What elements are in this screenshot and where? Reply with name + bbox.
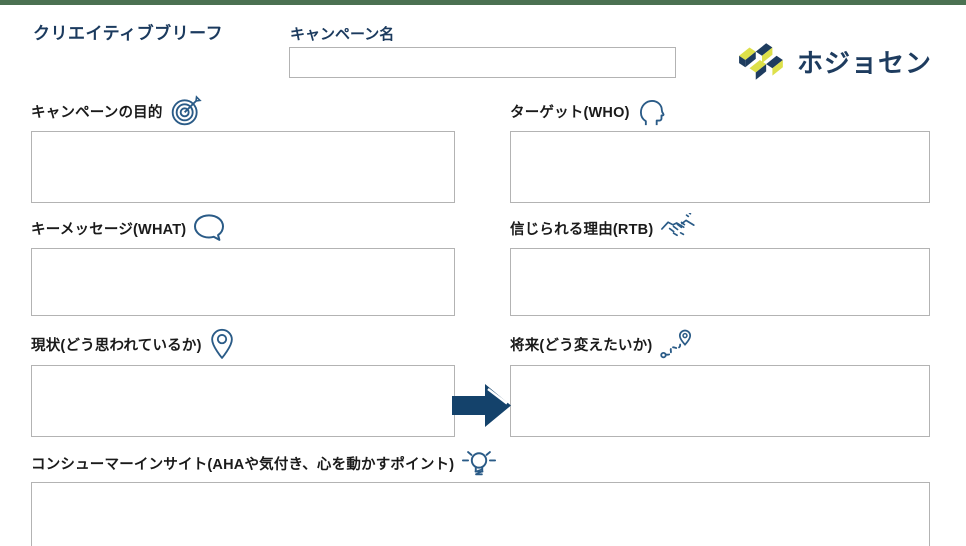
insight-field[interactable]: [31, 482, 930, 546]
route-pin-icon: [659, 328, 695, 360]
target-field[interactable]: [510, 131, 930, 203]
section-label-rtb: 信じられる理由(RTB): [510, 211, 696, 245]
page-title: クリエイティブブリーフ: [33, 24, 224, 43]
campaign-name-label: キャンペーン名: [290, 26, 395, 43]
target-icon: [170, 95, 202, 127]
right-block-arrow-icon: [452, 383, 512, 428]
head-profile-icon: [637, 95, 667, 127]
current-field[interactable]: [31, 365, 455, 437]
purpose-label: キャンペーンの目的: [31, 104, 163, 121]
handshake-icon: [660, 213, 696, 243]
insight-label-text: コンシューマーインサイト(AHAや気付き、心を動かすポイント): [31, 456, 455, 473]
section-label-future: 将来(どう変えたいか): [510, 327, 695, 361]
future-field[interactable]: [510, 365, 930, 437]
logo: ホジョセン: [737, 40, 932, 82]
key-message-field[interactable]: [31, 248, 455, 316]
map-pin-icon: [209, 328, 235, 360]
future-label: 将来(どう変えたいか): [510, 337, 653, 354]
section-label-purpose: キャンペーンの目的: [31, 94, 202, 128]
section-label-target: ターゲット(WHO): [510, 94, 667, 128]
section-label-key-message: キーメッセージ(WHAT): [31, 211, 225, 245]
section-label-current: 現状(どう思われているか): [31, 327, 235, 361]
key-message-label: キーメッセージ(WHAT): [31, 221, 187, 238]
current-label: 現状(どう思われているか): [31, 337, 202, 354]
hojosen-logo-mark-icon: [737, 40, 787, 82]
speech-bubble-icon: [193, 213, 225, 243]
logo-text: ホジョセン: [797, 47, 933, 78]
top-accent-bar: [0, 0, 966, 5]
lightbulb-icon: [461, 447, 497, 479]
purpose-field[interactable]: [31, 131, 455, 203]
rtb-label: 信じられる理由(RTB): [510, 221, 654, 238]
campaign-name-input[interactable]: [289, 47, 676, 78]
rtb-field[interactable]: [510, 248, 930, 316]
section-label-insight: コンシューマーインサイト(AHAや気付き、心を動かすポイント): [31, 446, 497, 480]
target-label: ターゲット(WHO): [510, 104, 630, 121]
